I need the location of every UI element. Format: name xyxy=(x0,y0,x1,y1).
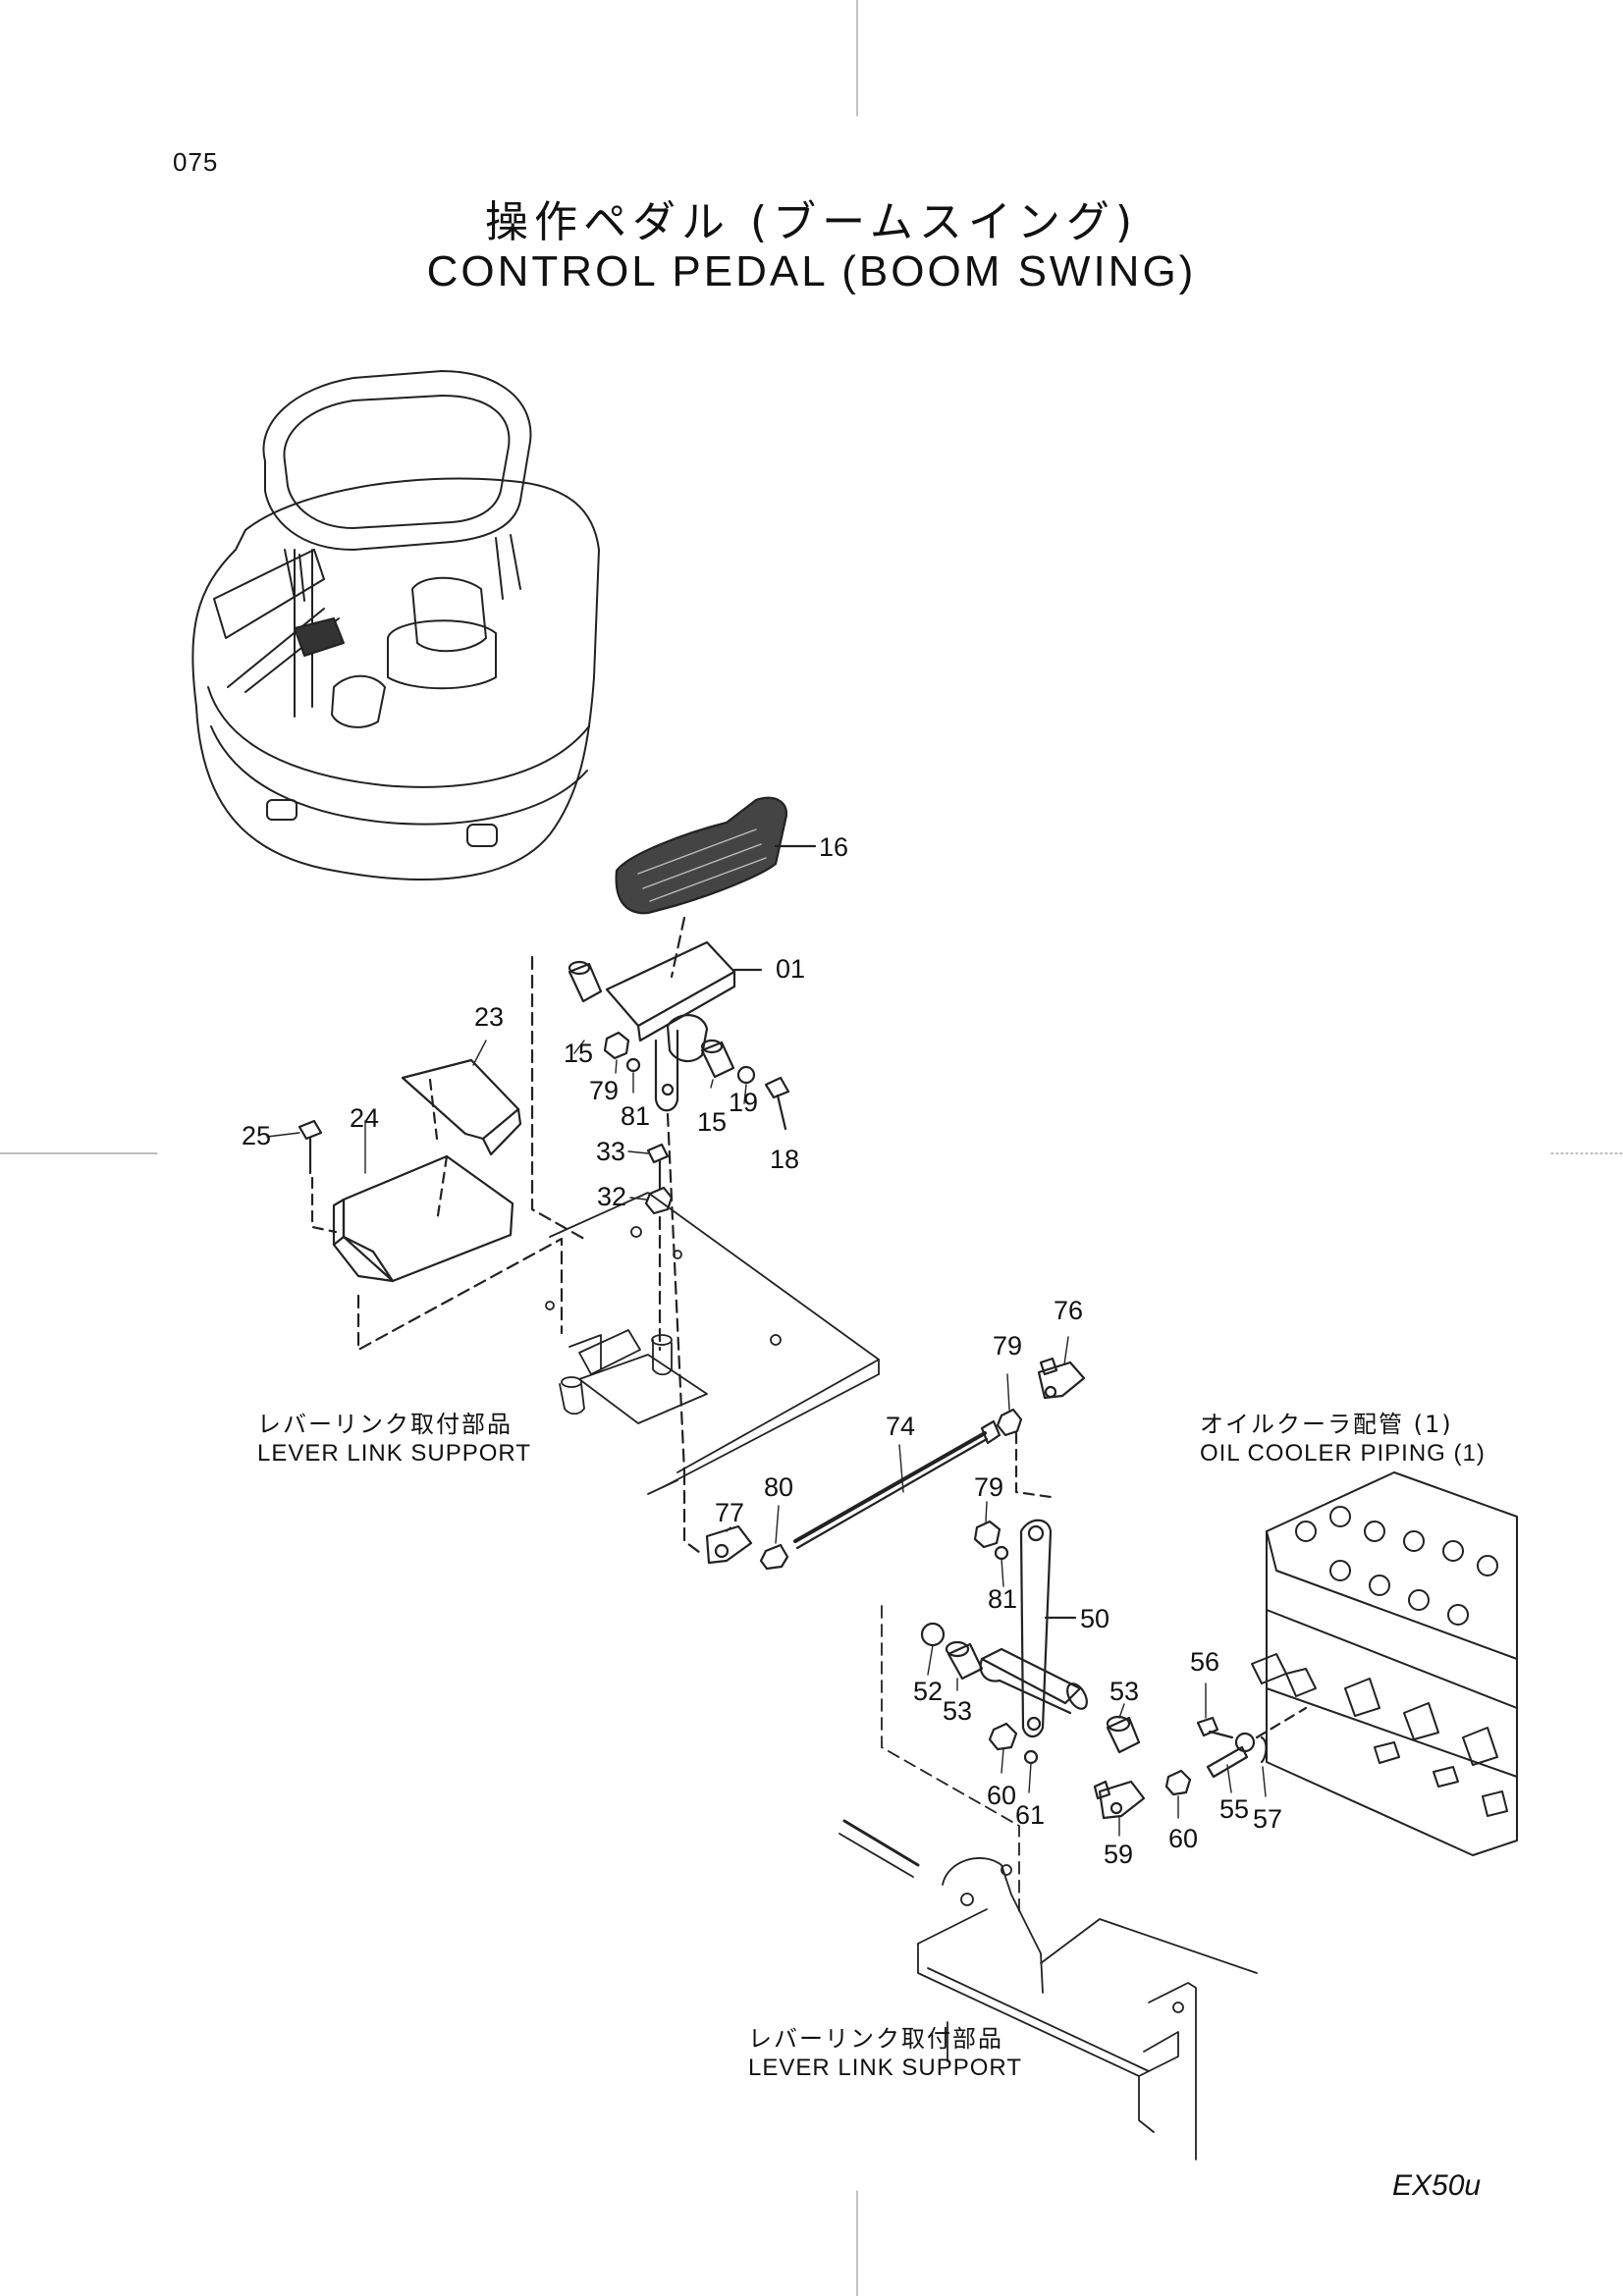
reference-label-english: OIL COOLER PIPING (1) xyxy=(1200,1440,1486,1467)
callout-56: 56 xyxy=(1190,1647,1219,1677)
floor-plate xyxy=(545,1192,880,1495)
callout-23: 23 xyxy=(474,1002,504,1032)
callout-01: 01 xyxy=(776,954,805,984)
pedal-assembly xyxy=(530,796,817,1557)
callout-61: 61 xyxy=(1015,1800,1045,1830)
reference-lever-link-support-upper: レバーリンク取付部品 LEVER LINK SUPPORT xyxy=(257,1410,531,1468)
callout-77: 77 xyxy=(715,1498,744,1527)
page-number: 075 xyxy=(173,147,219,177)
callout-24: 24 xyxy=(350,1103,379,1133)
reference-label-japanese: レバーリンク取付部品 xyxy=(257,1411,513,1438)
callout-76: 76 xyxy=(1054,1296,1083,1325)
callout-59: 59 xyxy=(1104,1840,1133,1869)
callout-81a: 81 xyxy=(621,1101,650,1131)
callout-53b: 53 xyxy=(1109,1677,1139,1706)
callout-80: 80 xyxy=(764,1472,793,1502)
reference-oil-cooler-piping: オイルクーラ配管 (1) OIL COOLER PIPING (1) xyxy=(1200,1410,1486,1468)
callout-16: 16 xyxy=(819,832,848,862)
cover-and-bracket xyxy=(298,1058,564,1352)
callout-79c: 79 xyxy=(974,1472,1003,1502)
callout-74: 74 xyxy=(886,1412,915,1441)
machine-overview-illustration xyxy=(191,370,600,881)
reference-label-japanese: レバーリンク取付部品 xyxy=(748,2025,1003,2053)
reference-lever-link-support-lower: レバーリンク取付部品 LEVER LINK SUPPORT xyxy=(748,2024,1022,2083)
callout-81b: 81 xyxy=(988,1584,1017,1614)
page-title-english: CONTROL PEDAL (BOOM SWING) xyxy=(426,247,1197,295)
callout-79a: 79 xyxy=(589,1076,619,1105)
control-valve-illustration xyxy=(1251,1471,1518,1856)
callout-33: 33 xyxy=(596,1137,625,1166)
callout-60b: 60 xyxy=(1168,1824,1198,1853)
callout-79b: 79 xyxy=(993,1331,1022,1361)
callout-15a: 15 xyxy=(564,1039,593,1068)
reference-label-japanese: オイルクーラ配管 (1) xyxy=(1200,1411,1453,1438)
callout-60a: 60 xyxy=(987,1781,1016,1810)
callout-15b: 15 xyxy=(697,1107,727,1137)
callout-numbers: 16 01 23 24 25 15 79 81 15 19 18 33 32 7… xyxy=(242,832,1282,1869)
lever-link-support-bracket xyxy=(839,1605,1258,2161)
callout-50: 50 xyxy=(1080,1604,1109,1633)
reference-label-english: LEVER LINK SUPPORT xyxy=(748,2055,1022,2081)
callout-25: 25 xyxy=(242,1121,271,1150)
callout-leaders xyxy=(266,1040,1267,1837)
model-designation: EX50u xyxy=(1392,2169,1482,2202)
callout-53a: 53 xyxy=(943,1696,972,1726)
callout-52: 52 xyxy=(913,1677,943,1706)
callout-18: 18 xyxy=(770,1145,799,1174)
rod-assembly xyxy=(705,1357,1086,1571)
page-title-japanese: 操作ペダル (ブームスイング) xyxy=(485,197,1138,247)
callout-55: 55 xyxy=(1219,1794,1249,1824)
lever-assembly xyxy=(920,1519,1308,1820)
callout-57: 57 xyxy=(1253,1804,1282,1834)
reference-label-english: LEVER LINK SUPPORT xyxy=(257,1440,531,1467)
callout-32: 32 xyxy=(597,1182,626,1211)
callout-19: 19 xyxy=(729,1088,758,1117)
